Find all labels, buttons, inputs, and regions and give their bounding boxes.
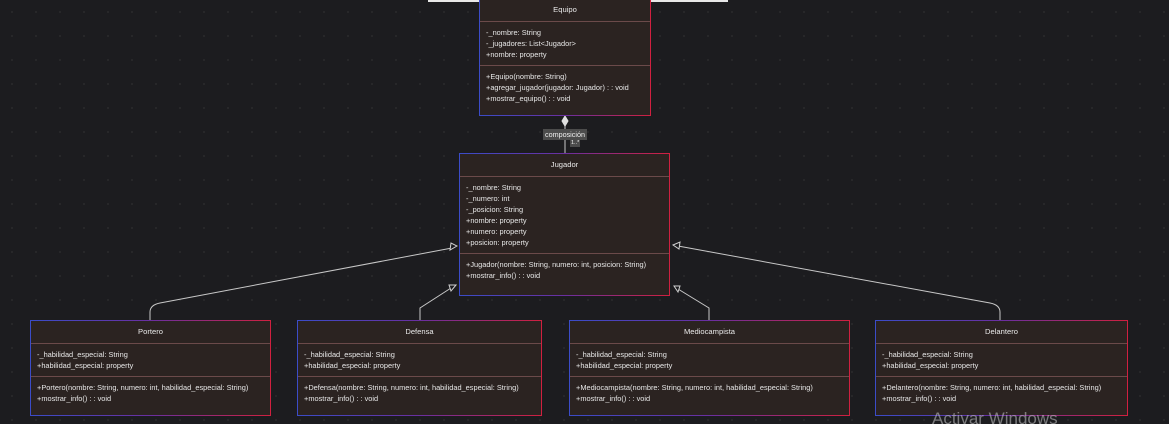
- methods-section: +Jugador(nombre: String, numero: int, po…: [460, 253, 669, 286]
- method: +mostrar_info() : : void: [304, 394, 379, 403]
- class-defensa[interactable]: Defensa -_habilidad_especial: String +ha…: [297, 320, 542, 416]
- attribute: -_jugadores: List<Jugador>: [486, 39, 576, 48]
- attribute: +habilidad_especial: property: [882, 361, 979, 370]
- methods-section: +Portero(nombre: String, numero: int, ha…: [31, 376, 270, 409]
- method: +mostrar_info() : : void: [882, 394, 957, 403]
- class-name: Jugador: [550, 160, 579, 169]
- class-name: Portero: [138, 327, 163, 336]
- class-jugador[interactable]: Jugador -_nombre: String -_numero: int -…: [459, 153, 670, 296]
- method: +mostrar_equipo() : : void: [486, 94, 571, 103]
- attribute: -_nombre: String: [486, 28, 542, 37]
- attribute: -_nombre: String: [466, 183, 522, 192]
- class-name: Mediocampista: [683, 327, 736, 336]
- attribute: +nombre: property: [486, 50, 547, 59]
- methods-section: +Equipo(nombre: String) +agregar_jugador…: [480, 65, 650, 109]
- attribute: +nombre: property: [466, 216, 527, 225]
- inheritance-arrow-mediocampista: [673, 285, 681, 294]
- attributes-section: -_habilidad_especial: String +habilidad_…: [570, 343, 849, 376]
- attribute: -_numero: int: [466, 194, 510, 203]
- attribute: -_habilidad_especial: String: [304, 350, 395, 359]
- attribute: +posicion: property: [466, 238, 529, 247]
- attribute: +habilidad_especial: property: [37, 361, 134, 370]
- attributes-section: -_nombre: String -_numero: int -_posicio…: [460, 176, 669, 253]
- method: +Portero(nombre: String, numero: int, ha…: [37, 383, 249, 392]
- class-name: Equipo: [553, 5, 577, 14]
- methods-section: +Mediocampista(nombre: String, numero: i…: [570, 376, 849, 409]
- composition-diamond: [561, 115, 569, 127]
- attribute: -_habilidad_especial: String: [882, 350, 973, 359]
- inheritance-arrow-delantero: [671, 241, 681, 250]
- attribute: +habilidad_especial: property: [576, 361, 673, 370]
- method: +Defensa(nombre: String, numero: int, ha…: [304, 383, 519, 392]
- inheritance-line-delantero: [677, 245, 1001, 320]
- method: +Mediocampista(nombre: String, numero: i…: [576, 383, 813, 392]
- method: +mostrar_info() : : void: [576, 394, 651, 403]
- inheritance-line-defensa: [419, 287, 452, 320]
- class-portero[interactable]: Portero -_habilidad_especial: String +ha…: [30, 320, 271, 416]
- method: +Delantero(nombre: String, numero: int, …: [882, 383, 1102, 392]
- attributes-section: -_habilidad_especial: String +habilidad_…: [298, 343, 541, 376]
- attributes-section: -_habilidad_especial: String +habilidad_…: [31, 343, 270, 376]
- inheritance-line-mediocampista: [677, 288, 710, 320]
- attribute: +habilidad_especial: property: [304, 361, 401, 370]
- attributes-section: -_habilidad_especial: String +habilidad_…: [876, 343, 1127, 376]
- method: +mostrar_info() : : void: [466, 271, 541, 280]
- methods-section: +Defensa(nombre: String, numero: int, ha…: [298, 376, 541, 409]
- class-name: Delantero: [985, 327, 1018, 336]
- method: +Equipo(nombre: String): [486, 72, 567, 81]
- method: +agregar_jugador(jugador: Jugador) : : v…: [486, 83, 629, 92]
- attributes-section: -_nombre: String -_jugadores: List<Jugad…: [480, 21, 650, 65]
- windows-activation-watermark: Activar Windows: [932, 409, 1058, 424]
- inheritance-arrow-portero: [449, 242, 459, 251]
- inheritance-line-portero: [149, 247, 453, 320]
- class-equipo[interactable]: Equipo -_nombre: String -_jugadores: Lis…: [479, 0, 651, 116]
- method: +mostrar_info() : : void: [37, 394, 112, 403]
- composition-label: composición: [543, 129, 587, 140]
- inheritance-arrow-defensa: [448, 284, 458, 293]
- multiplicity-label: 1..*: [570, 140, 581, 147]
- class-mediocampista[interactable]: Mediocampista -_habilidad_especial: Stri…: [569, 320, 850, 416]
- method: +Jugador(nombre: String, numero: int, po…: [466, 260, 647, 269]
- class-name: Defensa: [405, 327, 434, 336]
- attribute: +numero: property: [466, 227, 527, 236]
- class-delantero[interactable]: Delantero -_habilidad_especial: String +…: [875, 320, 1128, 416]
- attribute: -_habilidad_especial: String: [576, 350, 667, 359]
- attribute: -_posicion: String: [466, 205, 524, 214]
- attribute: -_habilidad_especial: String: [37, 350, 128, 359]
- methods-section: +Delantero(nombre: String, numero: int, …: [876, 376, 1127, 409]
